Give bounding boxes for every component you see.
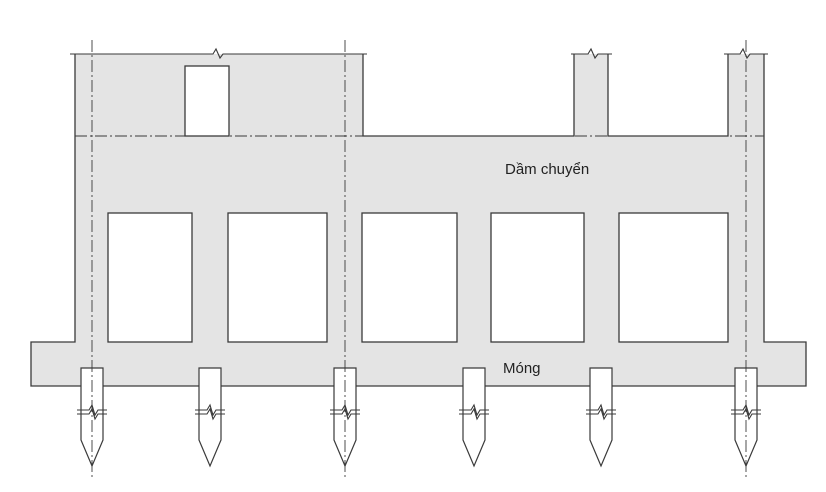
pile-6 <box>734 367 758 468</box>
pile-5 <box>589 367 613 468</box>
beam-opening-3 <box>361 212 458 343</box>
beam-opening-2 <box>227 212 328 343</box>
pile-break-3 <box>330 403 360 421</box>
pile-1 <box>80 367 104 468</box>
pile-break-2 <box>195 403 225 421</box>
foundation-slab <box>31 342 806 386</box>
pile-break-5 <box>586 403 616 421</box>
beam-opening-1 <box>107 212 193 343</box>
pile-break-1 <box>77 403 107 421</box>
pile-break-4 <box>459 403 489 421</box>
piles <box>77 367 761 468</box>
foundation-label: Móng <box>503 360 541 377</box>
beam-opening-4 <box>490 212 585 343</box>
pile-3 <box>333 367 357 468</box>
beam-opening-5 <box>618 212 729 343</box>
structure-outline <box>30 54 807 387</box>
break-lines-top <box>70 47 768 60</box>
door-opening <box>184 65 230 137</box>
pile-2 <box>198 367 222 468</box>
upper-column-middle <box>574 54 608 137</box>
pile-break-6 <box>731 403 761 421</box>
beam-openings <box>107 212 729 343</box>
transfer-beam-label: Dầm chuyển <box>505 161 589 178</box>
axis-lines <box>91 40 747 480</box>
pile-4 <box>462 367 486 468</box>
